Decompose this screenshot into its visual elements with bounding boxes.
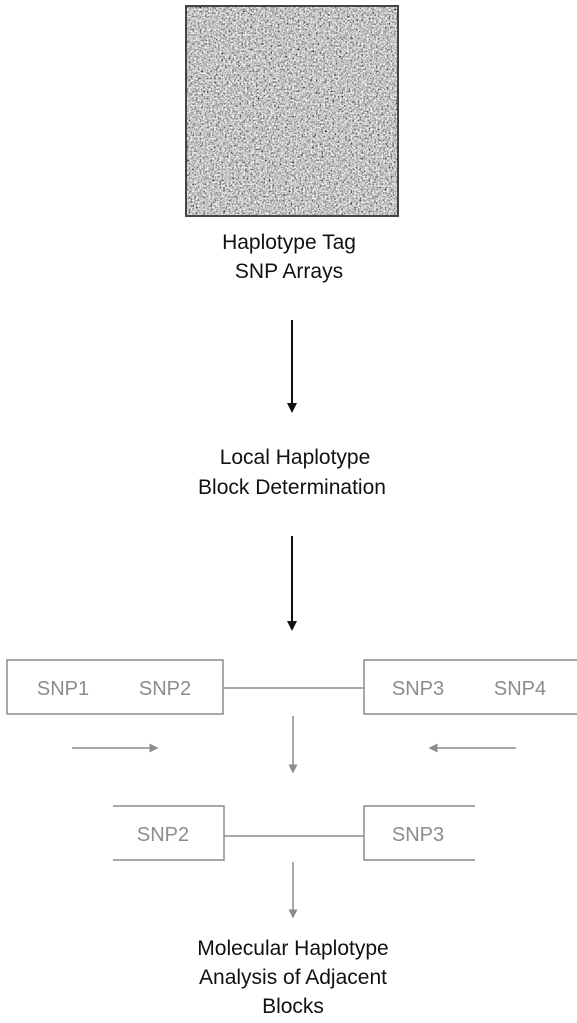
step3-label-line1: Molecular Haplotype [197, 937, 388, 960]
haplotype-block-right [363, 659, 577, 715]
combined-block-right [363, 805, 475, 861]
step1-label-line1: Haplotype Tag [222, 231, 356, 254]
step2-label-line2: Block Determination [198, 476, 386, 499]
step3-label-line2: Analysis of Adjacent [199, 966, 387, 989]
block-right-snp4: SNP4 [494, 678, 546, 700]
haplotype-block-left [6, 659, 224, 715]
block-right-snp3: SNP3 [392, 678, 444, 700]
snp-array-image [185, 5, 399, 217]
block-left-snp2: SNP2 [139, 678, 191, 700]
combined-block-snp3: SNP3 [392, 824, 444, 846]
combined-block-snp2: SNP2 [137, 824, 189, 846]
combined-block-left [113, 805, 225, 861]
step1-label-line2: SNP Arrays [235, 260, 343, 283]
block-left-snp1: SNP1 [37, 678, 89, 700]
step3-label-line3: Blocks [262, 995, 324, 1018]
step2-label-line1: Local Haplotype [220, 446, 371, 469]
